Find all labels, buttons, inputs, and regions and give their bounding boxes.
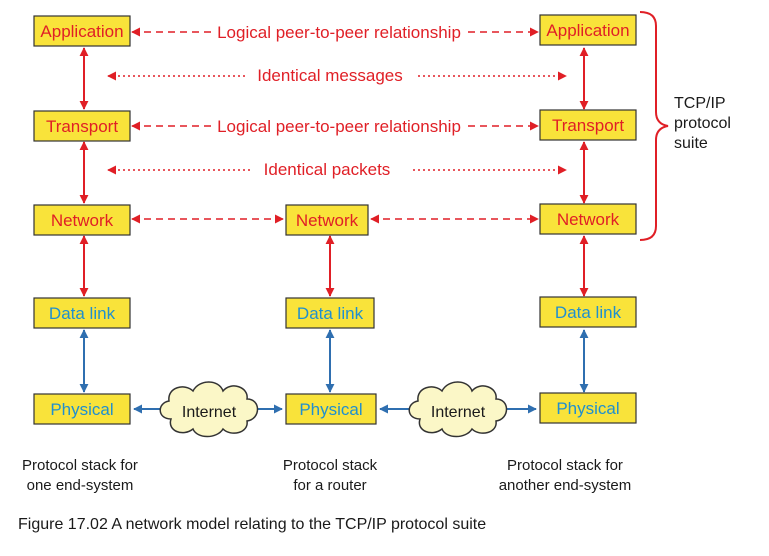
internet-cloud-right-label: Internet [431,404,486,421]
right-caption-line-2: another end-system [499,477,632,494]
tcp-ip-suite-brace [639,11,669,241]
middle-datalink-label: Data link [297,304,364,323]
identical-packets-label: Identical packets [264,160,391,179]
middle-physical-box: Physical [285,393,377,425]
suite-label-line-2: protocol [674,115,731,132]
middle-network-label: Network [296,211,359,230]
left-transport-box: Transport [33,110,131,142]
middle-network-box: Network [285,204,369,236]
middle-datalink-box: Data link [285,297,375,329]
left-application-box: Application [33,15,131,47]
right-datalink-label: Data link [555,303,622,322]
right-network-box: Network [539,203,637,235]
right-caption-line-1: Protocol stack for [507,457,623,474]
middle-caption-line-1: Protocol stack [283,457,378,474]
right-physical-label: Physical [556,399,619,418]
right-transport-label: Transport [552,116,624,135]
right-application-box: Application [539,14,637,46]
identical-messages-label: Identical messages [257,66,403,85]
right-network-label: Network [557,210,620,229]
internet-cloud-left: Internet [159,381,259,438]
right-transport-box: Transport [539,109,637,141]
middle-physical-label: Physical [299,400,362,419]
suite-label-line-1: TCP/IP [674,95,726,112]
right-physical-box: Physical [539,392,637,424]
left-network-label: Network [51,211,114,230]
left-application-label: Application [40,22,123,41]
middle-caption-line-2: for a router [293,477,366,494]
suite-label-line-3: suite [674,135,708,152]
left-network-box: Network [33,204,131,236]
left-caption-line-2: one end-system [27,477,134,494]
left-physical-label: Physical [50,400,113,419]
figure-caption: Figure 17.02 A network model relating to… [18,516,486,533]
logical-peer-label-transport: Logical peer-to-peer relationship [217,117,461,136]
left-datalink-label: Data link [49,304,116,323]
left-transport-label: Transport [46,117,118,136]
left-physical-box: Physical [33,393,131,425]
right-application-label: Application [546,21,629,40]
internet-cloud-left-label: Internet [182,404,237,421]
left-datalink-box: Data link [33,297,131,329]
logical-peer-label-application: Logical peer-to-peer relationship [217,23,461,42]
left-caption-line-1: Protocol stack for [22,457,138,474]
internet-cloud-right: Internet [408,381,508,438]
right-datalink-box: Data link [539,296,637,328]
